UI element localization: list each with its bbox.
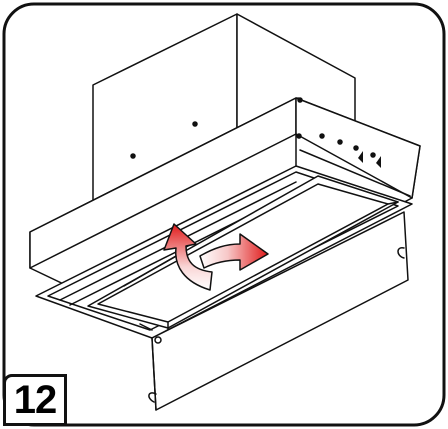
step-number: 12 — [13, 378, 57, 422]
front-panel — [148, 211, 409, 411]
curved-lift-arrow-icon — [163, 223, 213, 291]
step-number-badge: 12 — [3, 374, 67, 426]
slide-arrow-icon — [199, 233, 269, 271]
